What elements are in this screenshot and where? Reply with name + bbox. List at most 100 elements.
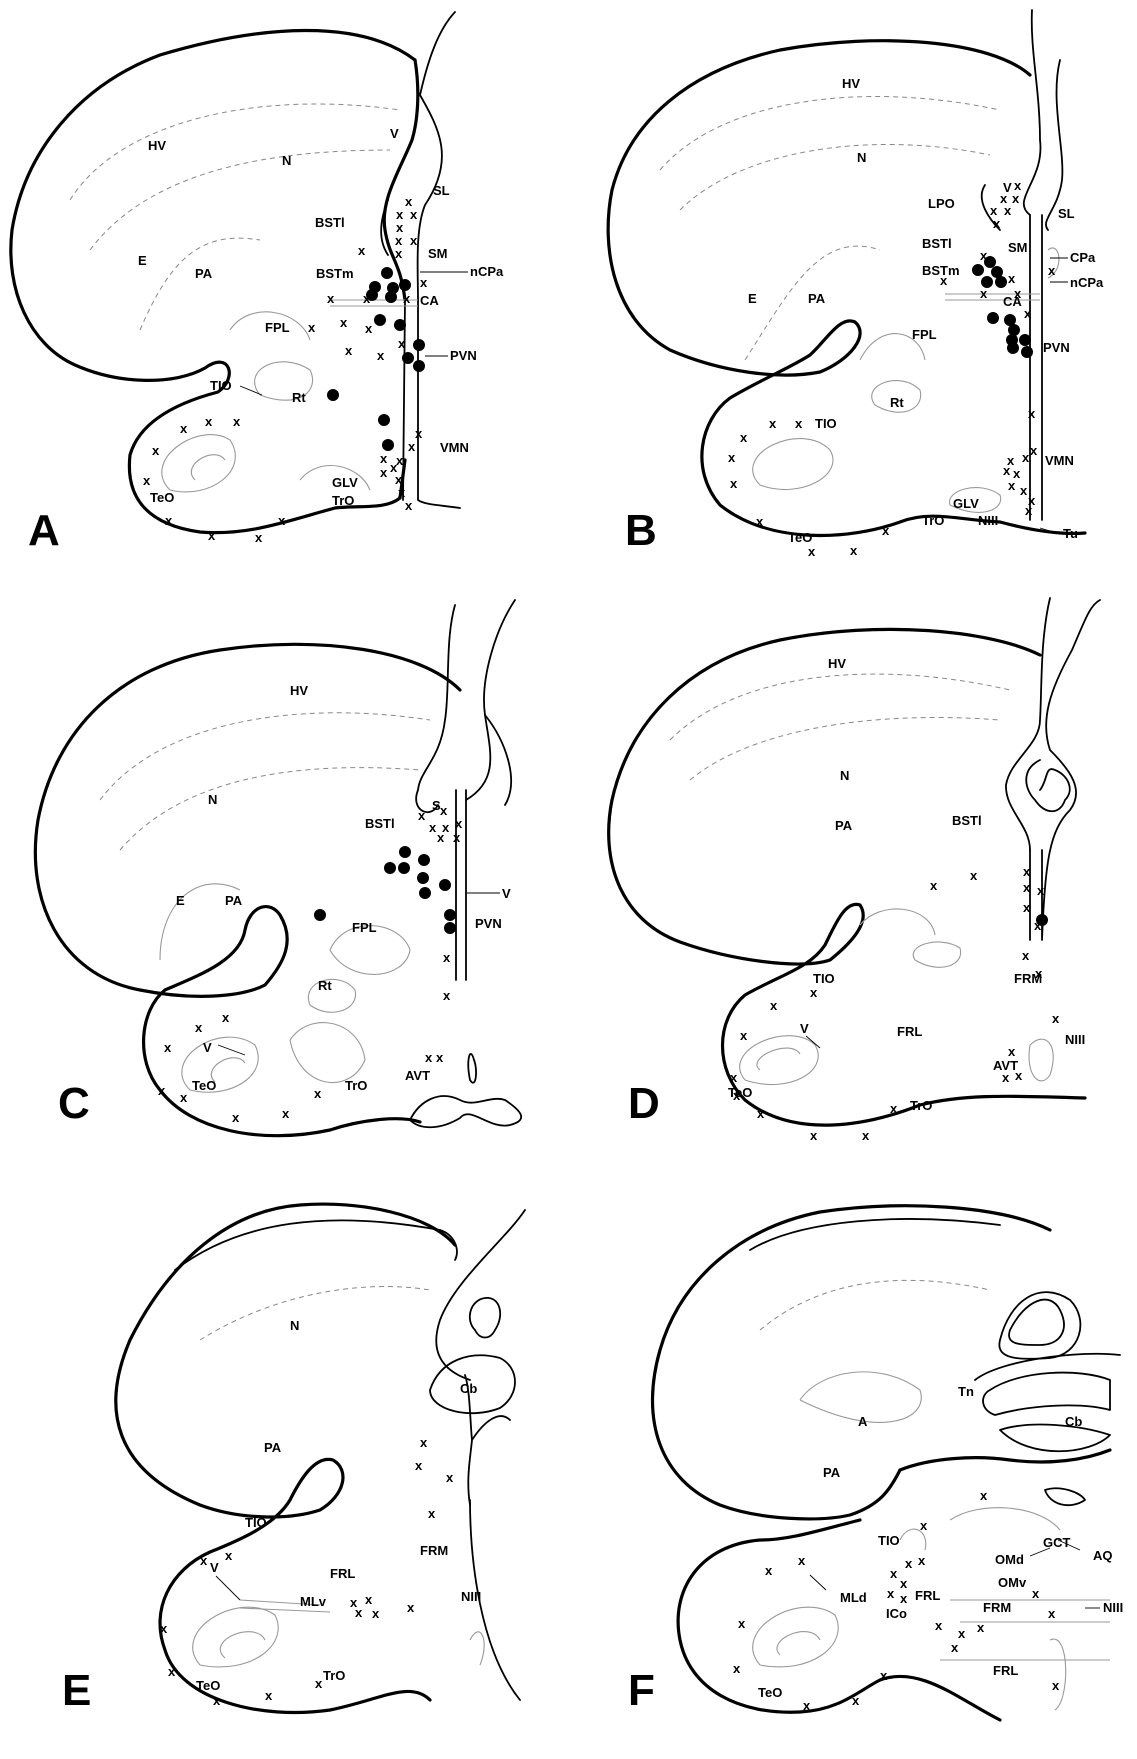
label-f-tn: Tn — [958, 1384, 974, 1399]
filled-dot-marker — [987, 312, 999, 324]
x-marker: x — [200, 1553, 208, 1568]
panel-letter-a: A — [28, 506, 60, 555]
x-marker: x — [180, 421, 188, 436]
x-marker: x — [1024, 306, 1032, 321]
x-marker: x — [980, 286, 988, 301]
x-marker: x — [407, 1600, 415, 1615]
x-marker: x — [1052, 1011, 1060, 1026]
label-f-pa: PA — [823, 1465, 841, 1480]
x-marker: x — [1003, 463, 1011, 478]
label-b-pvn: PVN — [1043, 340, 1070, 355]
label-c-n: N — [208, 792, 217, 807]
x-marker: x — [756, 514, 764, 529]
label-e-tro: TrO — [323, 1668, 345, 1683]
label-f-frl2: FRL — [993, 1663, 1018, 1678]
label-b-e: E — [748, 291, 757, 306]
x-marker: x — [1023, 900, 1031, 915]
x-marker: x — [1037, 883, 1045, 898]
filled-dot-marker — [972, 264, 984, 276]
label-a-pa: PA — [195, 266, 213, 281]
filled-dot-marker — [399, 279, 411, 291]
label-e-mlv: MLv — [300, 1594, 327, 1609]
label-b-lpo: LPO — [928, 196, 955, 211]
x-marker: x — [410, 233, 418, 248]
x-marker: x — [195, 1020, 203, 1035]
label-d-tro: TrO — [910, 1098, 932, 1113]
x-marker: x — [403, 291, 411, 306]
x-marker: x — [1030, 443, 1038, 458]
x-marker: x — [1028, 406, 1036, 421]
x-marker: x — [429, 820, 437, 835]
filled-dot-marker — [417, 872, 429, 884]
x-marker: x — [1015, 1068, 1023, 1083]
label-a-teo: TeO — [150, 490, 174, 505]
filled-dot-marker — [444, 909, 456, 921]
x-marker: x — [168, 1664, 176, 1679]
x-marker: x — [327, 291, 335, 306]
x-marks-e: xx xx xx xx xx x xx xx x — [160, 1435, 454, 1708]
x-marker: x — [940, 273, 948, 288]
x-marker: x — [730, 1070, 738, 1085]
label-b-sl: SL — [1058, 206, 1075, 221]
x-marker: x — [443, 988, 451, 1003]
x-marker: x — [1008, 478, 1016, 493]
label-c-avt: AVT — [405, 1068, 430, 1083]
label-b-hv: HV — [842, 76, 860, 91]
label-a-vmn: VMN — [440, 440, 469, 455]
label-a-bstl: BSTl — [315, 215, 345, 230]
x-marker: x — [440, 803, 448, 818]
x-marker: x — [1048, 1606, 1056, 1621]
label-b-bstl: BSTl — [922, 236, 952, 251]
label-d-hv: HV — [828, 656, 846, 671]
x-marker: x — [358, 243, 366, 258]
label-b-cpa: CPa — [1070, 250, 1096, 265]
label-b-n: N — [857, 150, 866, 165]
x-marker: x — [1022, 948, 1030, 963]
x-marker: x — [852, 1693, 860, 1708]
filled-dot-marker — [419, 887, 431, 899]
x-marker: x — [265, 1688, 273, 1703]
label-e-teo: TeO — [196, 1678, 220, 1693]
label-c-v: V — [502, 886, 511, 901]
x-marker: x — [900, 1591, 908, 1606]
x-marker: x — [918, 1553, 926, 1568]
x-marker: x — [380, 451, 388, 466]
panel-letter-b: B — [625, 506, 657, 555]
label-d-frl: FRL — [897, 1024, 922, 1039]
panel-letter-d: D — [628, 1079, 660, 1128]
label-a-ca: CA — [420, 293, 439, 308]
x-marker: x — [278, 513, 286, 528]
label-a-bstm: BSTm — [316, 266, 354, 281]
label-a-pvn: PVN — [450, 348, 477, 363]
x-marker: x — [308, 320, 316, 335]
x-marker: x — [398, 336, 406, 351]
x-marker: x — [795, 416, 803, 431]
panel-d: HV N PA BSTl TIO FRM V FRL NIII AVT TeO … — [609, 598, 1100, 1143]
x-marker: x — [345, 343, 353, 358]
x-marker: x — [455, 816, 463, 831]
x-marker: x — [769, 416, 777, 431]
x-marker: x — [882, 523, 890, 538]
x-marker: x — [208, 528, 216, 543]
x-marker: x — [810, 1128, 818, 1143]
x-marker: x — [415, 1458, 423, 1473]
label-f-a: A — [858, 1414, 868, 1429]
x-marker: x — [415, 426, 423, 441]
label-e-tio: TIO — [245, 1515, 267, 1530]
label-b-niii: NIII — [978, 513, 998, 528]
x-marker: x — [808, 544, 816, 559]
label-e-frl: FRL — [330, 1566, 355, 1581]
label-a-sl: SL — [433, 183, 450, 198]
label-d-n: N — [840, 768, 849, 783]
x-marker: x — [740, 430, 748, 445]
x-marker: x — [428, 1506, 436, 1521]
filled-dot-marker — [444, 922, 456, 934]
label-f-ico: ICo — [886, 1606, 907, 1621]
x-marker: x — [1052, 1678, 1060, 1693]
x-marker: x — [164, 1040, 172, 1055]
x-marker: x — [1023, 880, 1031, 895]
x-marker: x — [380, 465, 388, 480]
x-marker: x — [770, 998, 778, 1013]
filled-dot-marker — [327, 389, 339, 401]
